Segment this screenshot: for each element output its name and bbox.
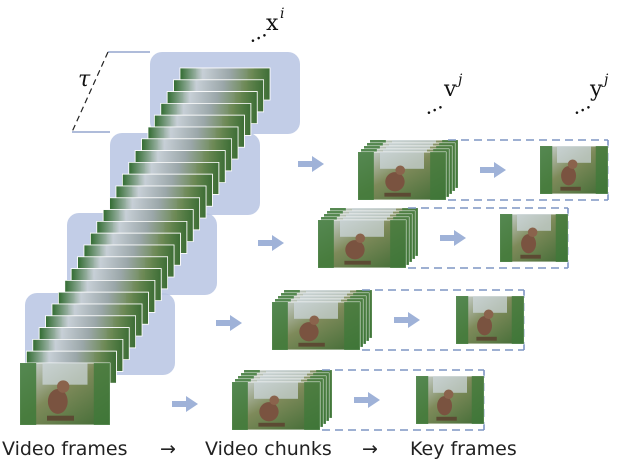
label-y-base: y [589, 77, 603, 102]
key-frame [539, 145, 609, 195]
tau-label: τ [78, 67, 91, 92]
tau-bracket: τ [71, 51, 150, 133]
arrow-frames-to-chunk [258, 235, 284, 251]
arrow-frames-to-chunk [216, 315, 242, 331]
caption-video-frames: Video frames [2, 438, 128, 460]
video-frame [19, 362, 111, 426]
arrow-chunk-to-key [394, 312, 420, 328]
key-frame [415, 375, 485, 425]
label-v-sup: j [455, 72, 463, 88]
chunk-frame [231, 381, 321, 431]
chunk-row [216, 289, 525, 351]
chunk-frame [271, 301, 361, 351]
chunk-row [172, 369, 485, 431]
caption-arrow-2: → [362, 438, 378, 460]
caption-video-chunks: Video chunks [205, 438, 332, 460]
label-v-base: v [443, 77, 457, 102]
caption-key-frames: Key frames [410, 438, 517, 460]
label-x-sup: i [280, 6, 284, 22]
chunk-frame [317, 219, 407, 269]
label-y-sup: j [601, 72, 609, 88]
arrow-frames-to-chunk [298, 156, 324, 172]
label-y: ... y j [566, 72, 609, 120]
arrow-chunk-to-key [480, 162, 506, 178]
key-frame [499, 213, 569, 263]
video-frames-stack [19, 67, 271, 426]
captions: Video frames → Video chunks → Key frames [2, 438, 517, 460]
label-v-dots: ... [418, 90, 445, 120]
chunk-rows [172, 139, 609, 431]
chunk-row [298, 139, 609, 201]
key-frame [455, 295, 525, 345]
chunk-frame [357, 151, 447, 201]
label-x-base: x [266, 11, 279, 36]
arrow-frames-to-chunk [172, 396, 198, 412]
chunk-row [258, 207, 569, 269]
label-x: ... x i [242, 6, 284, 48]
label-v: ... v j [418, 72, 463, 120]
arrow-chunk-to-key [440, 230, 466, 246]
caption-arrow-1: → [160, 438, 176, 460]
arrow-chunk-to-key [354, 392, 380, 408]
